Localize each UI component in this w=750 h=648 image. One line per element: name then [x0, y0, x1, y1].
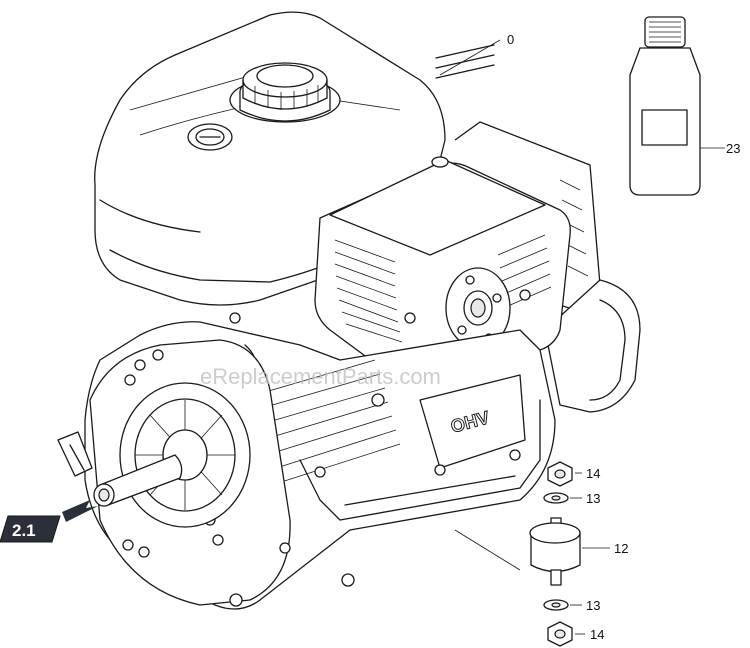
- recoil-starter: [314, 156, 571, 384]
- washer-upper: [543, 492, 569, 504]
- nut-upper: [547, 461, 573, 487]
- callout-13-upper: 13: [586, 491, 600, 506]
- anti-vibration-mount-stack: [529, 461, 581, 647]
- callout-12: 12: [614, 541, 628, 556]
- washer-lower: [543, 599, 569, 611]
- callout-13-lower: 13: [586, 598, 600, 613]
- reference-tag-label: 2.1: [12, 521, 36, 540]
- watermark: eReplacementParts.com: [200, 364, 441, 389]
- rubber-mount: [529, 517, 581, 586]
- callout-14-lower: 14: [590, 627, 604, 642]
- oil-bottle: [629, 16, 701, 196]
- callout-0: 0: [507, 32, 514, 47]
- fuel-tank: [94, 11, 446, 306]
- reference-arrow: [62, 500, 98, 522]
- reference-tag-2-1: 2.1: [0, 500, 98, 543]
- vent-slots: [334, 234, 552, 343]
- callout-23: 23: [726, 141, 740, 156]
- nut-lower: [547, 621, 573, 647]
- callout-leaders: [435, 39, 725, 635]
- side-cover: [57, 339, 355, 607]
- callout-14-upper: 14: [586, 466, 600, 481]
